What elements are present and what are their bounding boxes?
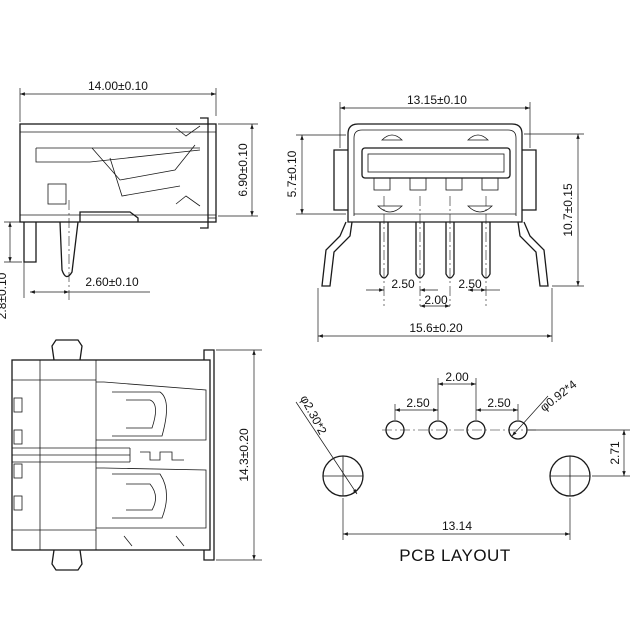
dim-side-pin-length-text: 2.8±0.10 xyxy=(0,272,9,319)
dim-pcb-mount-span: 13.14 xyxy=(342,498,571,540)
side-view-body xyxy=(19,117,217,229)
dim-pcb-pitch-center-text: 2.00 xyxy=(445,370,469,384)
side-view: 14.00±0.10 6.90±0.10 2.60±0.10 2.8±0.10 xyxy=(0,79,258,319)
front-view: 13.15±0.10 5.7±0.10 10.7±0.15 2.50 2.50 … xyxy=(285,93,584,342)
dim-pcb-pitch-center: 2.00 xyxy=(437,370,477,420)
pcb-mount-holes xyxy=(322,455,591,497)
front-view-contacts xyxy=(373,177,499,191)
dim-pcb-pitch-right: 2.50 xyxy=(476,396,519,420)
dim-front-body-width-text: 13.15±0.10 xyxy=(407,93,467,107)
dim-pcb-pitch-right-text: 2.50 xyxy=(487,396,511,410)
dim-side-height-text: 6.90±0.10 xyxy=(236,143,250,197)
dim-side-length: 14.00±0.10 xyxy=(19,79,217,122)
dim-side-length-text: 14.00±0.10 xyxy=(88,79,148,93)
dim-front-port-height-text: 5.7±0.10 xyxy=(285,150,299,197)
dim-front-pitch-center-text: 2.00 xyxy=(424,293,448,307)
dim-front-pitch-left-text: 2.50 xyxy=(391,277,415,291)
top-view-springs xyxy=(96,381,207,547)
front-view-shell xyxy=(333,123,537,223)
front-view-pins xyxy=(379,222,491,279)
dim-front-pitch-right-text: 2.50 xyxy=(458,277,482,291)
dim-pcb-mount-hole-text: φ2.30*2 xyxy=(297,393,329,437)
dim-front-total-height-text: 10.7±0.15 xyxy=(561,183,575,237)
pcb-layout: 2.00 2.50 2.50 φ0.92*4 φ2.30*2 2 xyxy=(295,370,630,565)
dim-front-total-height: 10.7±0.15 xyxy=(524,133,584,287)
front-view-legs xyxy=(321,221,549,287)
dim-pcb-pin-hole: φ0.92*4 xyxy=(511,377,580,437)
dim-pcb-mount-span-text: 13.14 xyxy=(442,519,472,533)
pcb-pin-holes xyxy=(382,420,536,440)
dim-pcb-mount-hole: φ2.30*2 xyxy=(295,393,358,495)
dim-pcb-row-offset: 2.71 xyxy=(528,429,630,477)
dim-side-pin-length: 2.8±0.10 xyxy=(0,221,22,319)
dim-pcb-pitch-left-text: 2.50 xyxy=(406,396,430,410)
top-view-body xyxy=(11,339,215,571)
dim-pcb-row-offset-text: 2.71 xyxy=(608,441,622,465)
dim-front-pitches: 2.50 2.50 2.00 xyxy=(366,277,500,308)
dim-top-body-length-text: 14.3±0.20 xyxy=(237,428,251,482)
dim-side-pin-offset-text: 2.60±0.10 xyxy=(85,275,139,289)
dim-top-body-length: 14.3±0.20 xyxy=(216,349,262,561)
dim-front-leg-span: 15.6±0.20 xyxy=(317,288,553,342)
dim-front-port-height: 5.7±0.10 xyxy=(285,134,346,215)
top-view: 14.3±0.20 xyxy=(11,339,262,571)
dim-front-leg-span-text: 15.6±0.20 xyxy=(409,321,463,335)
dim-side-height: 6.90±0.10 xyxy=(218,123,258,217)
dim-front-body-width: 13.15±0.10 xyxy=(339,93,531,148)
dim-pcb-pin-hole-text: φ0.92*4 xyxy=(537,377,579,414)
dim-side-pin-offset: 2.60±0.10 xyxy=(23,262,150,298)
dim-pcb-pitch-left: 2.50 xyxy=(394,396,438,420)
side-view-pins xyxy=(23,211,139,278)
pcb-layout-title: PCB LAYOUT xyxy=(399,546,510,565)
